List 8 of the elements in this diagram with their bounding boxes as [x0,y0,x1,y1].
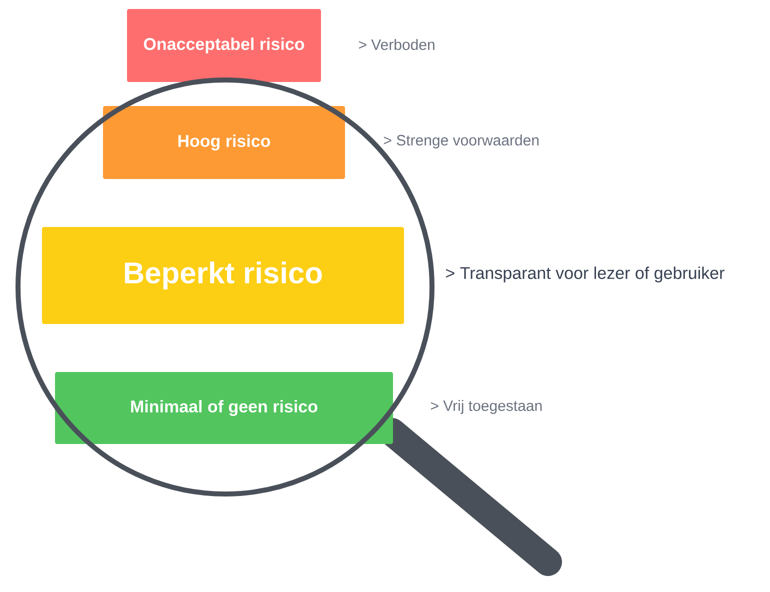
risk-box: Minimaal of geen risico [55,372,393,444]
side-note: > Vrij toegestaan [430,400,542,414]
side-note: > Verboden [358,38,434,50]
side-note: > Strenge voorwaarden [384,134,539,148]
risk-box: Onacceptabel risico [127,9,321,82]
side-note: > Transparant voor lezer of gebruiker [446,266,724,282]
risk-box: Hoog risico [103,106,345,179]
risk-box: Beperkt risico [42,227,404,324]
